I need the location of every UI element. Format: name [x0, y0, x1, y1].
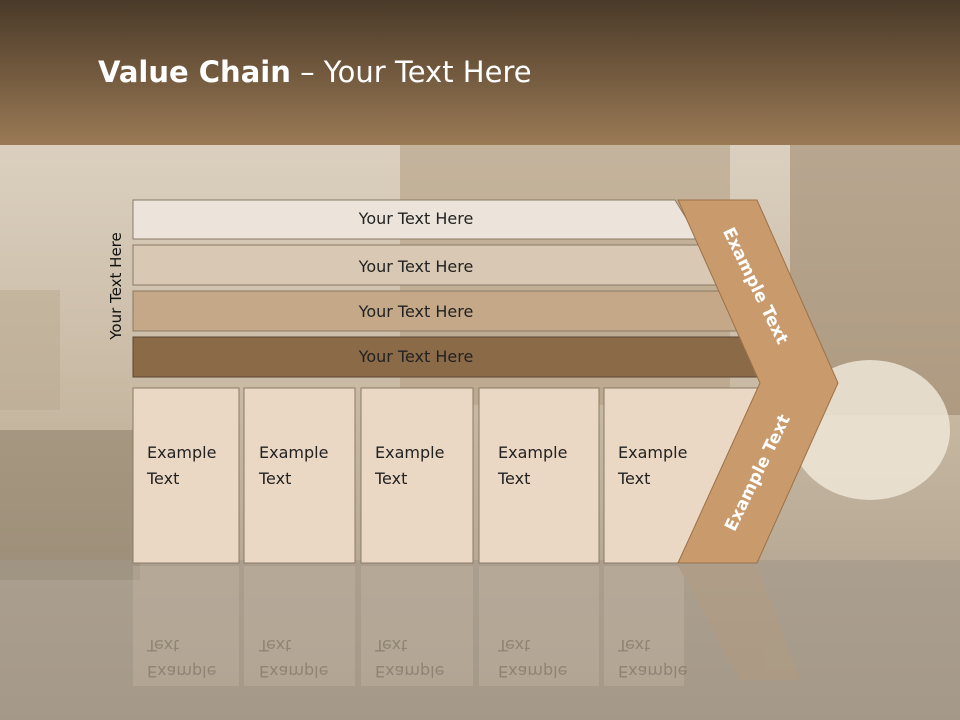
box-reflection-4-line1: Example — [498, 662, 568, 681]
box-2-line1: Example — [259, 443, 329, 462]
box-1-line2: Text — [147, 469, 180, 488]
title-bold: Value Chain — [98, 55, 291, 89]
box-reflection-3: Example Text — [375, 632, 444, 684]
slide-title: Value Chain – Your Text Here — [98, 55, 532, 89]
box-reflection-2-line2: Text — [259, 636, 292, 655]
box-1 — [132, 387, 240, 564]
box-3 — [360, 387, 474, 564]
box-reflection-5-line1: Example — [618, 662, 688, 681]
box-reflection-1-line2: Text — [147, 636, 180, 655]
row-label-4: Your Text Here — [358, 347, 474, 366]
box-reflection-2: Example Text — [259, 632, 328, 684]
box-1-line1: Example — [147, 443, 217, 462]
box-reflection-3-line2: Text — [375, 636, 408, 655]
header-bar — [0, 0, 960, 145]
box-reflection-1-line1: Example — [147, 662, 217, 681]
box-3-line1: Example — [375, 443, 445, 462]
chevron-arrow — [677, 199, 839, 564]
row-label-2: Your Text Here — [358, 257, 474, 276]
box-reflection-5-line2: Text — [618, 636, 651, 655]
box-5-line2: Text — [618, 469, 651, 488]
box-2 — [243, 387, 356, 564]
box-reflection-4: Example Text — [498, 632, 567, 684]
row-label-3: Your Text Here — [358, 302, 474, 321]
box-reflection-3-line1: Example — [375, 662, 445, 681]
box-4-line1: Example — [498, 443, 568, 462]
box-reflection-2-line1: Example — [259, 662, 329, 681]
box-4-line2: Text — [498, 469, 531, 488]
box-reflection-4-line2: Text — [498, 636, 531, 655]
box-2-line2: Text — [259, 469, 292, 488]
reflection — [133, 566, 800, 686]
row-label-1: Your Text Here — [358, 209, 474, 228]
box-reflection-1: Example Text — [147, 632, 216, 684]
box-reflection-5: Example Text — [618, 632, 687, 684]
box-3-line2: Text — [375, 469, 408, 488]
title-rest: – Your Text Here — [290, 55, 532, 89]
box-4 — [478, 387, 600, 564]
box-5-line1: Example — [618, 443, 688, 462]
